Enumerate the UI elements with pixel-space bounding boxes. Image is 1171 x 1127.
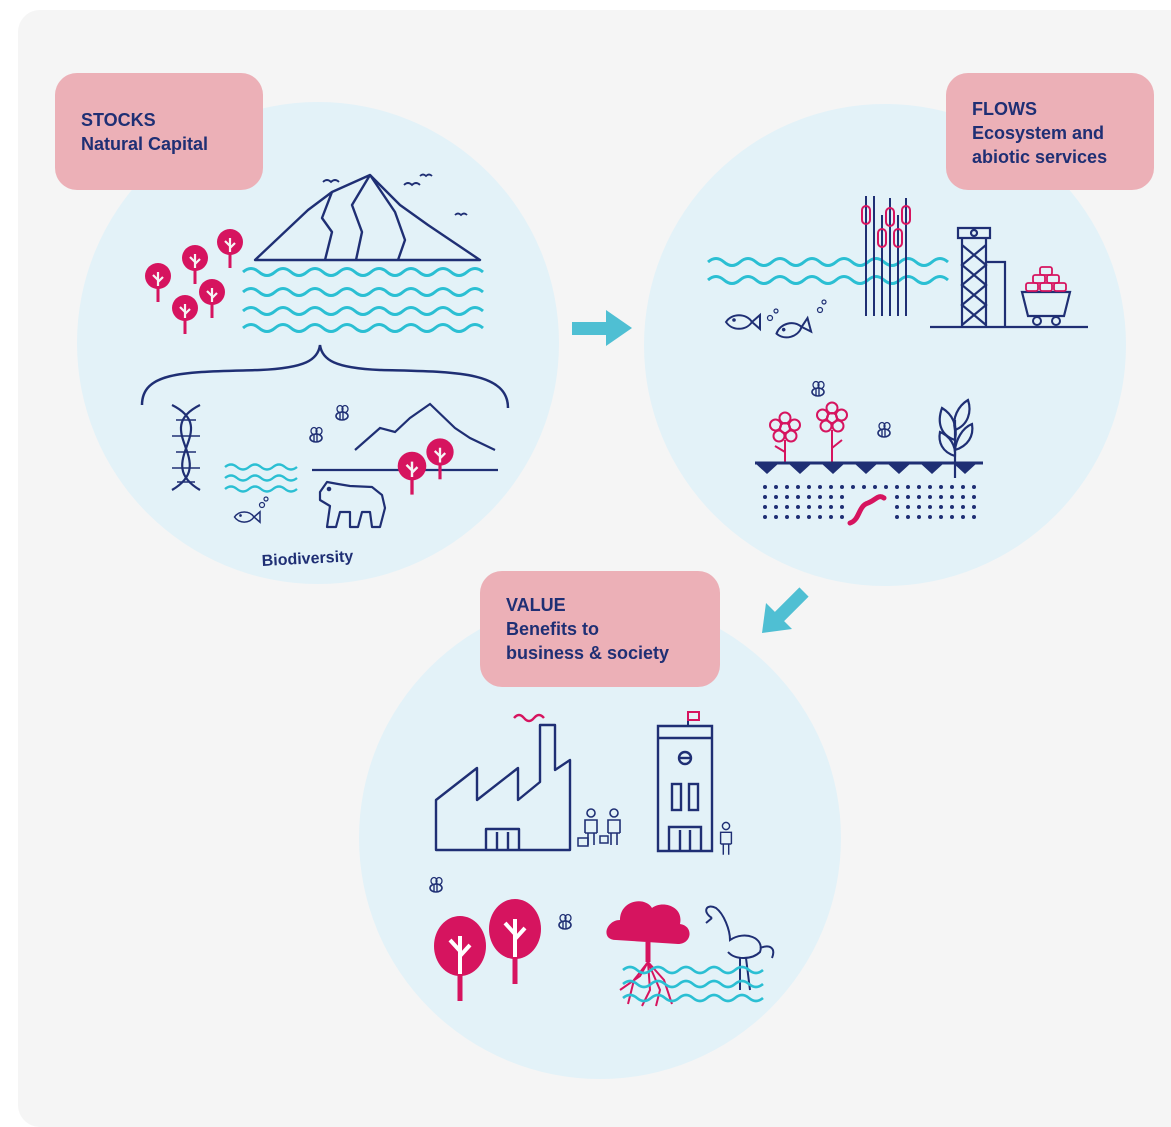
people-icon bbox=[577, 808, 733, 856]
bird-icon bbox=[322, 173, 468, 217]
bear-icon bbox=[318, 480, 387, 529]
waves-icon bbox=[707, 257, 949, 285]
flows-title: FLOWS bbox=[972, 99, 1037, 119]
stocks-subtitle: Natural Capital bbox=[81, 134, 209, 154]
flows-label-box: FLOWS Ecosystem and abiotic services bbox=[946, 73, 1154, 190]
fish-icon bbox=[725, 299, 827, 342]
value-subtitle-line2: business & society bbox=[506, 643, 670, 663]
stocks-title: STOCKS bbox=[81, 110, 156, 130]
arrow-down-left-icon bbox=[762, 587, 809, 633]
worm-icon bbox=[847, 494, 887, 526]
flag-icon bbox=[687, 711, 700, 721]
flower-icon bbox=[769, 401, 848, 462]
flows-subtitle-line1: Ecosystem and bbox=[972, 123, 1105, 143]
stocks-label-box: STOCKS Natural Capital bbox=[55, 73, 263, 190]
arrow-right-icon bbox=[572, 310, 632, 346]
reeds-icon bbox=[861, 196, 911, 316]
value-title: VALUE bbox=[506, 595, 566, 615]
value-label-box: VALUE Benefits to business & society bbox=[480, 571, 720, 687]
biodiversity-label: Biodiversity bbox=[261, 548, 353, 570]
mangrove-icon bbox=[606, 901, 690, 1007]
waves-icon bbox=[242, 267, 484, 333]
fish-icon bbox=[233, 496, 269, 523]
flows-subtitle-line2: abiotic services bbox=[972, 147, 1108, 167]
soil-icon bbox=[755, 461, 983, 519]
mine-tower-icon bbox=[930, 226, 1088, 329]
waves-icon bbox=[224, 463, 298, 493]
dna-icon bbox=[171, 404, 201, 491]
factory-icon bbox=[434, 723, 572, 852]
value-subtitle-line1: Benefits to bbox=[506, 619, 600, 639]
mine-cart-icon bbox=[1020, 266, 1072, 326]
waves-icon bbox=[622, 965, 764, 1003]
smoke-icon bbox=[513, 713, 545, 723]
brace-icon bbox=[140, 344, 510, 409]
mountain-icon bbox=[253, 173, 482, 262]
plant-icon bbox=[938, 398, 974, 478]
building-icon bbox=[656, 713, 714, 853]
